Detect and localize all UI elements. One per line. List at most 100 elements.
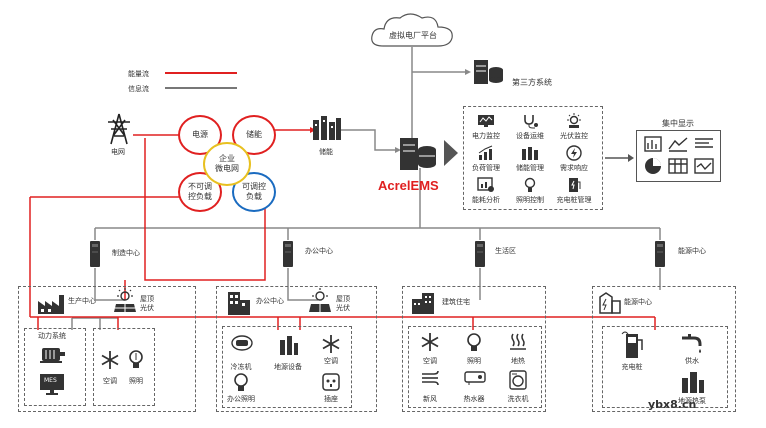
residential-zone bbox=[402, 286, 546, 412]
residential-item-label-4: 热水器 bbox=[463, 395, 485, 403]
third-party-label: 第三方系统 bbox=[512, 78, 552, 87]
sun-icon bbox=[565, 113, 583, 133]
watermark: ybx8.cn bbox=[648, 398, 697, 411]
microgrid-uncontrollable-label: 不可调 控负载 bbox=[188, 182, 212, 201]
washing-machine-icon bbox=[508, 370, 528, 394]
chiller-icon bbox=[231, 334, 253, 356]
office-devices-zone bbox=[222, 326, 352, 408]
desk-lamp-icon bbox=[464, 332, 484, 358]
energy-item-label-2: 地源热泵 bbox=[678, 397, 706, 405]
gateway-label-1: 办公中心 bbox=[305, 247, 333, 255]
legend-info-flow: 信息流 bbox=[128, 85, 149, 93]
power-tower-icon bbox=[105, 112, 133, 150]
light-bulb-icon bbox=[126, 348, 146, 376]
display-panel bbox=[636, 130, 721, 182]
residential-item-label-5: 洗衣机 bbox=[507, 395, 529, 403]
office-center-label: 办公中心 bbox=[256, 297, 284, 305]
gateway-icon bbox=[282, 240, 294, 272]
cloud-label: 虚拟电厂平台 bbox=[389, 31, 437, 40]
gateway-label-0: 制造中心 bbox=[112, 249, 140, 257]
manufacturing-zone bbox=[18, 286, 196, 412]
residential-item-label-0: 空调 bbox=[423, 357, 437, 365]
office-item-label-0: 冷冻机 bbox=[230, 363, 252, 371]
factory-icon bbox=[36, 293, 66, 319]
office-building-icon bbox=[226, 290, 252, 320]
function-panel: 电力监控 设备运维 光伏监控负荷管理 储能管理 需求响应能耗分析 照明控制 充电桩管理 bbox=[463, 106, 603, 210]
third-party-server-icon bbox=[472, 58, 504, 90]
grid-label: 电网 bbox=[111, 148, 125, 156]
function-label-1: 设备运维 bbox=[516, 132, 544, 140]
dashboard-charts-icon bbox=[644, 136, 714, 174]
manufacturing-pv-label: 屋顶光伏 bbox=[140, 295, 154, 312]
energy-devices-zone bbox=[602, 326, 728, 408]
bulb-control-icon bbox=[521, 177, 539, 197]
residential-item-label-3: 新风 bbox=[423, 395, 437, 403]
office-item-label-3: 办公照明 bbox=[227, 395, 255, 403]
energy-center-icon bbox=[598, 291, 622, 319]
gateway-label-2: 生活区 bbox=[495, 247, 516, 255]
power-system-label: 动力系统 bbox=[38, 332, 66, 340]
mes-monitor-icon bbox=[38, 372, 66, 400]
snowflake-icon bbox=[100, 350, 120, 374]
lightning-icon bbox=[565, 145, 583, 165]
office-zone bbox=[216, 286, 377, 412]
energy-center-label: 能源中心 bbox=[624, 298, 652, 306]
solar-panel-icon bbox=[113, 288, 137, 318]
office-item-label-4: 插座 bbox=[324, 395, 338, 403]
ground-source-icon bbox=[278, 334, 300, 360]
cloud-icon bbox=[368, 10, 458, 50]
manufacturing-lighting-label: 照明 bbox=[129, 377, 143, 385]
function-label-0: 电力监控 bbox=[472, 132, 500, 140]
desk-lamp-icon bbox=[231, 372, 251, 398]
function-label-7: 照明控制 bbox=[516, 196, 544, 204]
energy-analysis-icon bbox=[477, 177, 495, 197]
function-label-8: 充电桩管理 bbox=[556, 196, 592, 204]
function-label-5: 需求响应 bbox=[560, 164, 588, 172]
microgrid-storage-label: 储能 bbox=[246, 130, 262, 139]
fresh-air-icon bbox=[420, 370, 442, 390]
brand-name: AcrelEMS bbox=[378, 178, 439, 193]
water-heater-icon bbox=[464, 370, 486, 390]
function-label-2: 光伏监控 bbox=[560, 132, 588, 140]
residential-item-label-1: 照明 bbox=[467, 357, 481, 365]
office-item-label-2: 空调 bbox=[324, 357, 338, 365]
energy-item-label-1: 供水 bbox=[685, 357, 699, 365]
gateway-icon bbox=[654, 240, 666, 272]
ev-charger-icon bbox=[620, 330, 646, 364]
charger-icon bbox=[565, 177, 583, 197]
snowflake-icon bbox=[321, 334, 341, 358]
energy-item-label-0: 充电桩 bbox=[621, 363, 643, 371]
mes-label: MES bbox=[44, 377, 57, 384]
storage-cells-icon bbox=[521, 145, 539, 165]
hvac-lighting-zone bbox=[93, 328, 155, 406]
snowflake-icon bbox=[420, 332, 440, 356]
manufacturing-center-label: 生产中心 bbox=[68, 297, 96, 305]
server-icon bbox=[398, 136, 438, 176]
bar-chart-icon bbox=[477, 145, 495, 165]
function-label-6: 能耗分析 bbox=[472, 196, 500, 204]
power-monitor-icon bbox=[477, 113, 495, 132]
gateway-label-3: 能源中心 bbox=[678, 247, 706, 255]
manufacturing-ac-label: 空调 bbox=[103, 377, 117, 385]
storage-label: 储能 bbox=[319, 148, 333, 156]
function-label-4: 储能管理 bbox=[516, 164, 544, 172]
function-label-3: 负荷管理 bbox=[472, 164, 500, 172]
water-tap-icon bbox=[680, 332, 704, 358]
floor-heat-icon bbox=[508, 332, 528, 354]
display-label: 集中显示 bbox=[662, 119, 694, 128]
gateway-icon bbox=[474, 240, 486, 272]
motor-icon bbox=[38, 346, 66, 368]
microgrid-center-label: 企业 微电网 bbox=[215, 154, 239, 173]
residential-item-label-2: 地热 bbox=[511, 357, 525, 365]
residential-building-icon bbox=[410, 291, 436, 319]
energy-zone bbox=[592, 286, 736, 412]
stethoscope-icon bbox=[521, 113, 539, 133]
heat-pump-icon bbox=[680, 368, 706, 398]
office-item-label-1: 地源设备 bbox=[274, 363, 302, 371]
microgrid-center-circle: 企业 微电网 bbox=[203, 142, 251, 186]
office-solar-panel-icon bbox=[308, 288, 332, 318]
legend-energy-flow: 能量流 bbox=[128, 70, 149, 78]
microgrid-power-label: 电源 bbox=[192, 130, 208, 139]
